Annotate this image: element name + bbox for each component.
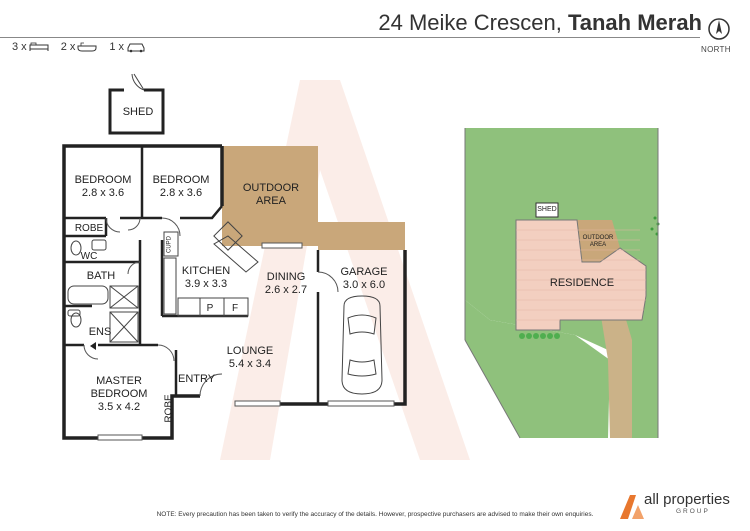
wc-label: WC (80, 251, 98, 262)
shed-label: SHED (122, 106, 154, 118)
shed (108, 88, 165, 135)
bath-icon (77, 42, 97, 52)
kitchen-label: KITCHEN 3.9 x 3.3 (181, 265, 231, 290)
north-arrow-icon (708, 18, 730, 40)
site-hedge (519, 333, 560, 339)
site-outdoor-area (577, 220, 620, 262)
car-icon (127, 43, 145, 52)
north-label: NORTH (701, 45, 731, 54)
brand-logo-icon (620, 495, 644, 519)
brand-sub: GROUP (676, 508, 710, 515)
header: 24 Meike Crescen, Tanah Merah (0, 0, 750, 40)
site-residence (515, 219, 647, 331)
bath-label: BATH (86, 270, 116, 282)
outdoor-area-floor (222, 146, 405, 250)
site-residence-label: RESIDENCE (549, 277, 615, 289)
bed-icon (29, 42, 49, 51)
site-lower-lawn (465, 300, 610, 438)
suburb-name: Tanah Merah (567, 10, 702, 35)
car-icon-garage (341, 295, 383, 395)
garage-label: GARAGE 3.0 x 6.0 (340, 266, 388, 291)
master-bedroom-label: MASTER BEDROOM 3.5 x 4.2 (90, 375, 148, 413)
windows (97, 242, 395, 441)
outdoor-area-label: OUTDOOR AREA (242, 182, 300, 207)
ens-arrow-icon (90, 342, 96, 350)
pantry-p-label: P (206, 303, 214, 314)
dining-label: DINING 2.6 x 2.7 (264, 271, 308, 296)
bedroom2-label: BEDROOM 2.8 x 3.6 (152, 174, 210, 199)
robe-side-label: ROBE (163, 394, 175, 423)
brand-name: all properties (644, 491, 730, 508)
kitchen-benches (163, 221, 259, 317)
pantry-f-label: F (231, 303, 239, 314)
interior-walls (64, 146, 320, 404)
cupd-label: CUPD (166, 236, 173, 254)
site-shed (535, 202, 559, 218)
shed-door-swing (131, 73, 145, 91)
header-rule (0, 37, 700, 38)
car-space-count: 1 x (109, 41, 146, 53)
ens-label: ENS (88, 326, 112, 338)
bedroom-count: 3 x (12, 41, 49, 53)
bath-fixtures (67, 239, 139, 343)
lounge-label: LOUNGE 5.4 x 3.4 (226, 345, 274, 370)
feature-counts: 3 x 2 x 1 x (12, 41, 146, 53)
property-title: 24 Meike Crescen, Tanah Merah (378, 10, 702, 36)
street-address: 24 Meike Crescen, (378, 10, 562, 35)
disclaimer-note: NOTE: Every precaution has been taken to… (156, 511, 594, 518)
site-driveway (600, 306, 632, 438)
site-residence-bricks (516, 229, 646, 321)
bedroom1-label: BEDROOM 2.8 x 3.6 (74, 174, 132, 199)
robe-label: ROBE (74, 223, 104, 234)
site-shed-label: SHED (537, 206, 557, 213)
entry-label: ENTRY (178, 373, 216, 385)
site-outdoor-label: OUTDOOR AREA (582, 235, 614, 248)
door-swings (83, 217, 339, 397)
bathroom-count: 2 x (61, 41, 98, 53)
